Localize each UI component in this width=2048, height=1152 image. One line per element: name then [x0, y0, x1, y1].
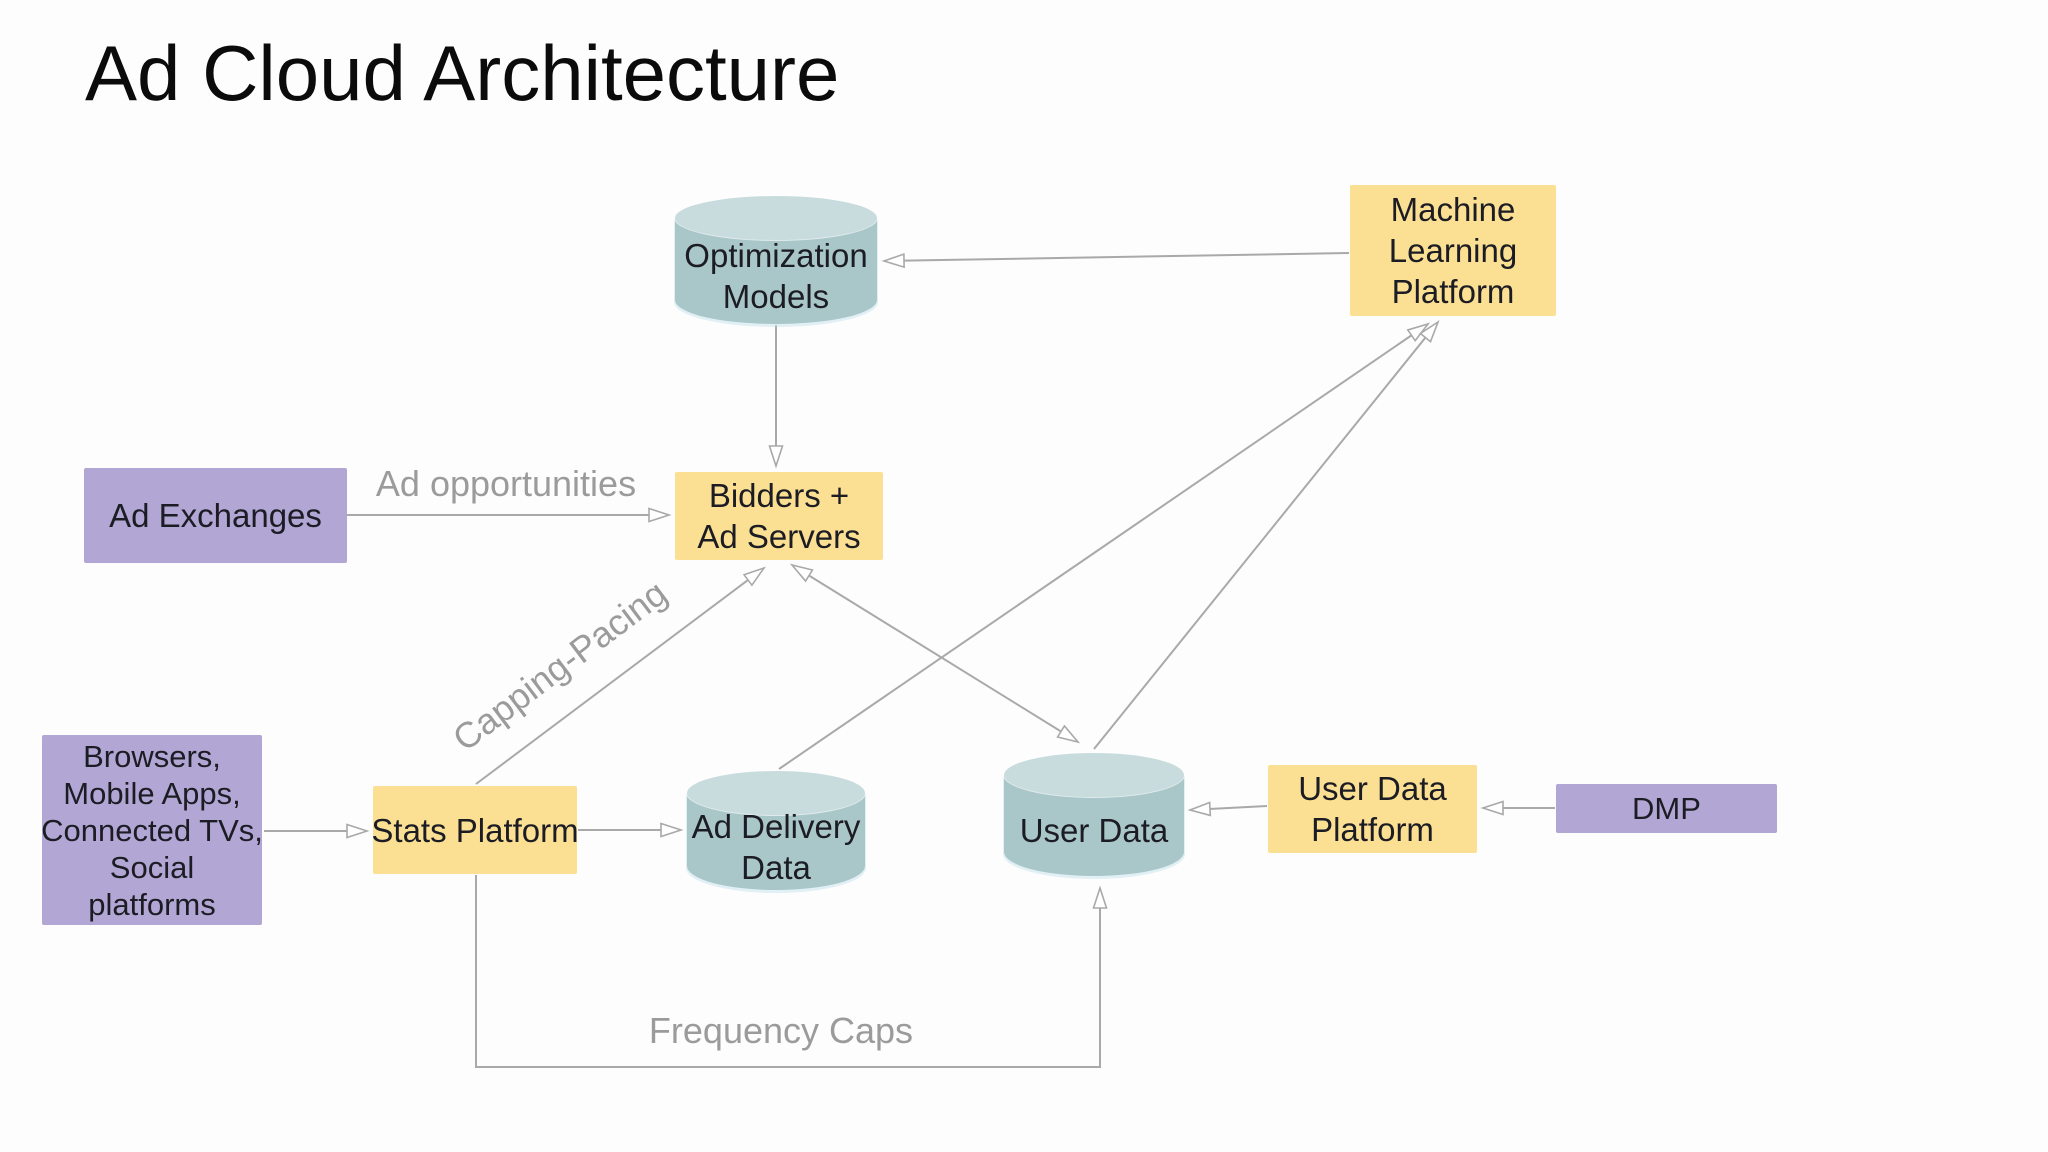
node-label-line: Platform — [1391, 273, 1515, 310]
node-user-data: User Data — [1004, 753, 1184, 876]
node-label-line: Ad Servers — [697, 518, 861, 555]
node-ad-exchanges: Ad Exchanges — [84, 468, 347, 563]
cylinder-top-ellipse — [687, 771, 865, 815]
node-label-line: Optimization — [684, 237, 868, 274]
node-label-line: User Data — [1298, 770, 1447, 807]
edge-mlp-to-optimization-models — [881, 252, 1350, 269]
node-stats-platform: Stats Platform — [371, 786, 579, 874]
node-label-line: Social — [109, 849, 195, 885]
node-ad-delivery-data: Ad Delivery Data — [687, 771, 865, 890]
node-label-line: Connected TVs, — [41, 812, 263, 848]
edge-bidders-user-data-bidirectional — [789, 563, 1081, 744]
node-label-line: Platform — [1311, 811, 1434, 848]
cylinder-top-ellipse — [675, 196, 877, 240]
edge-label-frequency-caps: Frequency Caps — [648, 1010, 914, 1051]
node-label-line: Mobile Apps, — [63, 775, 241, 811]
node-label-line: Learning — [1388, 232, 1518, 269]
edge-label-capping-pacing: Capping-Pacing — [445, 572, 675, 760]
node-browsers-sources: Browsers, Mobile Apps, Connected TVs, So… — [41, 735, 263, 925]
page-title: Ad Cloud Architecture — [85, 29, 840, 117]
node-user-data-platform: User Data Platform — [1268, 765, 1477, 853]
edge-label-ad-opportunities: Ad opportunities — [375, 463, 637, 504]
node-label-line: Machine — [1390, 191, 1516, 228]
node-label-line: platforms — [88, 886, 216, 922]
node-label-line: Ad Exchanges — [109, 497, 322, 534]
cylinder-top-ellipse — [1004, 753, 1184, 797]
node-label-line: User Data — [1019, 812, 1169, 849]
node-label-line: Stats Platform — [371, 811, 579, 849]
node-label-line: Bidders + — [708, 477, 850, 514]
node-label-line: DMP — [1632, 791, 1701, 826]
node-label: User Data — [1004, 785, 1184, 876]
node-optimization-models: Optimization Models — [675, 196, 877, 324]
node-machine-learning-platform: Machine Learning Platform — [1350, 185, 1556, 316]
node-label-line: Ad Delivery — [691, 807, 861, 845]
node-label-line: Browsers, — [83, 738, 221, 774]
node-label-line: Models — [722, 278, 830, 315]
node-label: Optimization Models — [675, 228, 877, 324]
node-label: Ad Delivery Data — [687, 803, 865, 890]
edge-user-data-to-mlp — [1093, 319, 1440, 750]
node-bidders-ad-servers: Bidders + Ad Servers — [675, 472, 883, 560]
node-label-line: Data — [741, 848, 811, 886]
node-dmp: DMP — [1556, 784, 1777, 833]
edge-udp-to-user-data — [1187, 801, 1268, 817]
